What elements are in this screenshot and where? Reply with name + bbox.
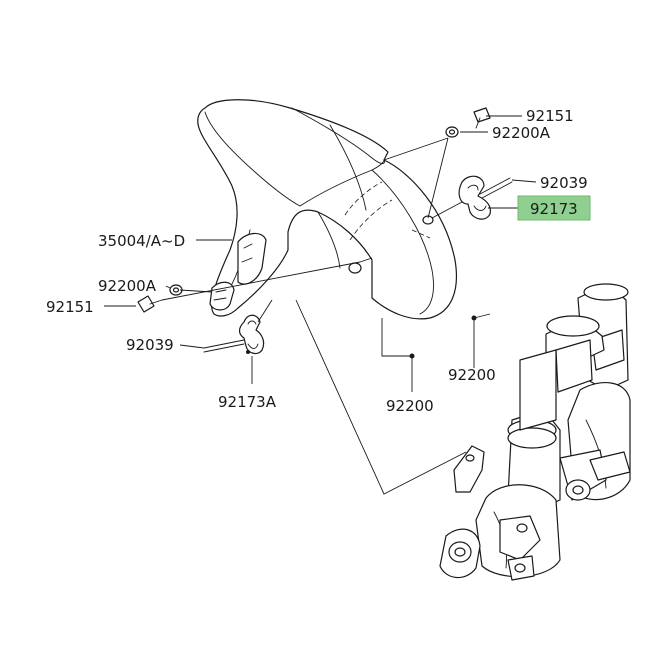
- label-92039-left: 92039: [126, 336, 174, 354]
- label-92151-top: 92151: [526, 107, 574, 125]
- washer-92200A-top[interactable]: [445, 126, 459, 138]
- front-fender[interactable]: [197, 99, 457, 320]
- label-92200A-top: 92200A: [492, 124, 551, 142]
- label-92173A: 92173A: [218, 393, 277, 411]
- washer-92200A-left[interactable]: [169, 284, 183, 296]
- label-35004: 35004/A~D: [98, 232, 185, 250]
- label-92151-left: 92151: [46, 298, 94, 316]
- hose-bracket-92173[interactable]: [458, 175, 491, 220]
- label-92200A-left: 92200A: [98, 277, 157, 295]
- label-92173-highlight: 92173: [530, 200, 578, 218]
- bolt-92151-left[interactable]: [137, 295, 163, 313]
- leader-lines: [104, 115, 537, 495]
- hose-bracket-92173A[interactable]: [238, 314, 265, 355]
- label-92039-right: 92039: [540, 174, 588, 192]
- highlight-box-92173[interactable]: [517, 195, 591, 221]
- screw-92039-left[interactable]: [203, 339, 245, 353]
- fastener-points: [246, 315, 477, 359]
- label-92200-bottom: 92200: [386, 397, 434, 415]
- bolt-92151-top[interactable]: [473, 107, 491, 129]
- label-92200-right: 92200: [448, 366, 496, 384]
- front-fork[interactable]: [439, 283, 631, 581]
- screw-92039-right[interactable]: [479, 177, 513, 199]
